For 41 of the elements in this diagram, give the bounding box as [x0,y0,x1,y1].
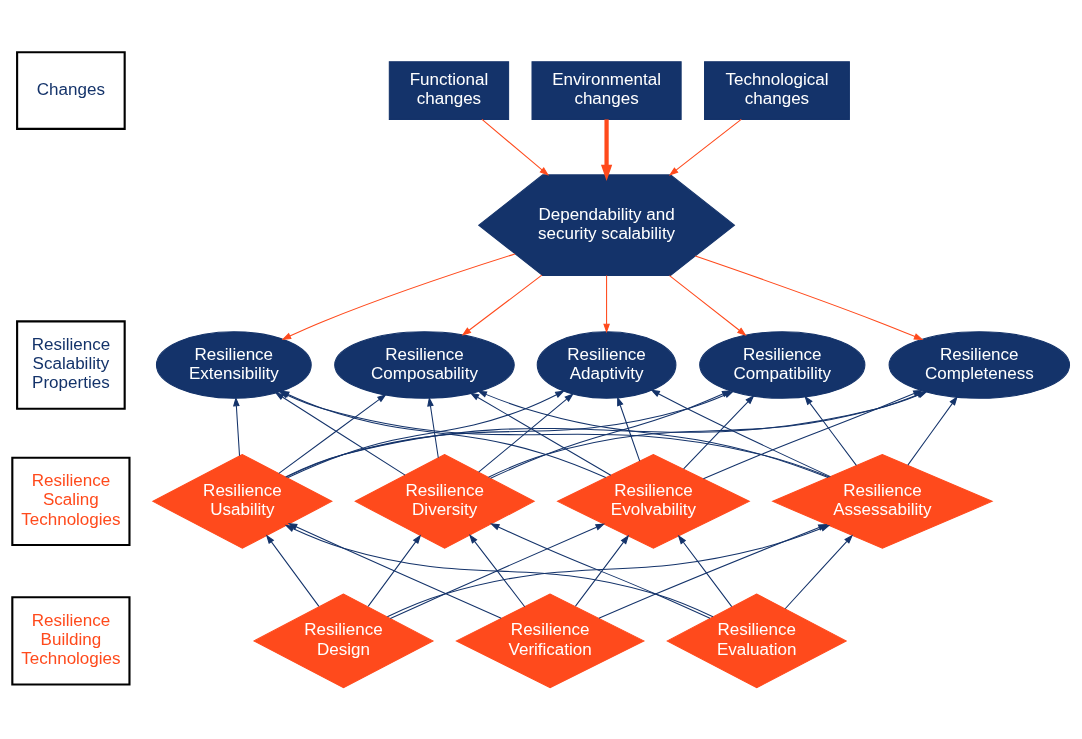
arrow [233,396,241,456]
arrow [427,396,439,458]
arrow [265,533,320,607]
arrow [677,534,733,607]
node-box: Environmental changes [531,60,682,120]
arrow [367,533,422,607]
arrow [490,389,732,479]
arrow [468,533,526,607]
node-diamond: Resilience Assessability [771,453,994,549]
node-box: Changes [16,50,126,130]
arrow [469,392,612,476]
arrow [489,522,711,619]
arrow [281,252,516,340]
arrow [603,274,610,333]
arrow [668,118,742,176]
arrow [804,395,857,466]
node-box: Technological changes [704,60,850,120]
node-box: Functional changes [388,60,510,120]
node-diamond: Resilience Evolvability [556,453,751,549]
arrow [389,522,606,619]
arrow [617,395,641,462]
arrow [907,395,958,466]
arrow [598,523,828,619]
node-box: Resilience Building Technologies [11,595,131,686]
arrow [784,534,854,609]
arrow [461,274,543,336]
node-diamond: Resilience Evaluation [666,592,848,688]
arrow [278,393,387,474]
node-diamond: Resilience Verification [455,592,646,688]
arrow [478,392,574,473]
arrow [600,118,613,181]
node-diamond: Resilience Usability [151,453,333,549]
arrow [694,255,924,340]
arrow [481,118,549,176]
arrow [574,534,630,607]
arrow [683,394,755,469]
node-diamond: Resilience Design [252,592,435,688]
node-box: Resilience Scaling Technologies [11,456,131,546]
node-box: Resilience Scalability Properties [16,319,126,410]
node-diamond: Resilience Diversity [354,453,536,549]
arrow [669,274,747,336]
